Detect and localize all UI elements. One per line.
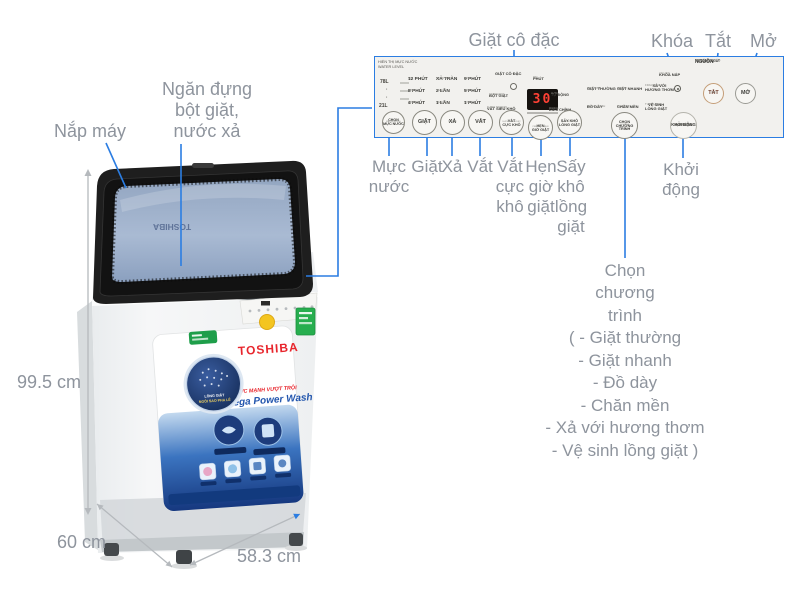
lid-glass <box>112 179 295 282</box>
front-sticker: TOSHIBA SỨC MẠNH VƯỢT TRỘI Mega Power Wa… <box>152 325 313 512</box>
promo-badge <box>259 314 275 330</box>
water-level-dot: · <box>386 87 388 93</box>
control-panel-image: HIỂN THỊ MỰC NƯỚC WATER LEVEL 78L · · 21… <box>374 56 784 140</box>
height-dimension-label: 99.5 cm <box>17 372 82 392</box>
depth-dimension-label: 60 cm <box>57 532 107 552</box>
lid-glass-highlight <box>120 183 286 212</box>
lid-brand-text: TOSHIBA <box>153 222 191 232</box>
callout-on-label: Mở <box>750 31 777 51</box>
water-level-button[interactable]: CHỌN MỰC NƯỚC WATER LEVEL <box>382 111 405 134</box>
callout-lid-label: Nắp máy <box>54 121 127 141</box>
deck-strip-display <box>261 301 270 306</box>
wash-button[interactable]: GIẶT WASH <box>412 110 437 135</box>
callout-rinse-label: Xả <box>441 157 463 176</box>
callout-water-level-label: Mực nước <box>368 157 410 197</box>
super-spin-button[interactable]: VẮT CỰC KHÔ SUPER SPIN DRY <box>499 110 524 135</box>
callout-start-label: Khởi động <box>662 160 700 200</box>
callout-super-spin-label: Vắt cực khô <box>495 157 525 217</box>
lid-lock-icon <box>674 85 681 92</box>
machine-foot <box>289 533 303 546</box>
callout-off-label: Tắt <box>705 31 732 51</box>
sticker-brand-text: TOSHIBA <box>237 340 299 358</box>
dimension-arrow-blue <box>293 513 300 520</box>
feature-badge-2-glyph <box>261 423 275 438</box>
spin-button[interactable]: VẮT SPIN <box>468 110 493 135</box>
power-on-button[interactable]: MỞ ON <box>735 83 756 104</box>
sticker-bottom-band <box>168 485 301 506</box>
water-level-78: 78L <box>380 79 389 85</box>
callout-program-label: Chọn chương trình ( - Giặt thường - Giặt… <box>545 261 705 460</box>
timer-display: 30 <box>527 89 558 110</box>
callout-wash-label: Giặt <box>411 157 443 176</box>
water-level-dot: · <box>386 95 388 101</box>
callout-spin-label: Vắt <box>467 157 493 176</box>
water-level-button-label: CHỌN MỰC NƯỚC <box>383 117 404 126</box>
display-caption-bar <box>527 112 558 114</box>
callout-timer-label: Hẹn giờ giặt <box>525 157 557 217</box>
feature-badge-1-glyph <box>221 426 236 434</box>
timer-display-value: 30 <box>532 92 553 107</box>
drum-badge-line2: NGÔI SAO PHA LÊ <box>199 397 232 404</box>
machine-foot <box>176 550 192 564</box>
lid-latch <box>192 163 214 168</box>
energy-label <box>295 307 316 336</box>
drum-badge: LỒNG GIẶT NGÔI SAO PHA LÊ <box>183 353 244 414</box>
callout-lock-label: Khóa <box>651 31 694 51</box>
eco-label <box>188 330 218 345</box>
water-level-button-sub: WATER LEVEL <box>385 121 402 124</box>
width-dimension-label: 58.3 cm <box>237 546 302 566</box>
callout-tub-dry-label: Sấy khô lồng giặt <box>554 157 588 237</box>
program-button[interactable]: CHỌN CHƯƠNG TRÌNH COURSE <box>611 112 638 139</box>
water-level-header: HIỂN THỊ MỰC NƯỚC WATER LEVEL <box>378 60 418 69</box>
timer-button[interactable]: HẸN GIỜ GIẶT PRESET TIMER <box>528 115 553 140</box>
tub-dry-button[interactable]: SẤY KHÔ LỒNG GIẶT TUB DRY <box>557 110 582 135</box>
dimension-lines <box>87 172 301 568</box>
concentrated-indicator <box>510 83 517 90</box>
machine-lid-open: TOSHIBA <box>93 160 313 304</box>
rinse-button[interactable]: XẢ RINSE <box>440 110 465 135</box>
feature-icon-row <box>199 454 292 486</box>
water-level-21: 21L <box>379 103 388 109</box>
machine-foot <box>104 543 119 556</box>
dimension-arrows <box>84 169 197 567</box>
washing-machine: TOSHIBA TOSHIBA SỨC MẠNH VƯỢT TRỘI Mega … <box>77 160 318 569</box>
start-button[interactable]: START KHỞI ĐỘNG TẠM DỪNG HOLD <box>670 112 697 139</box>
callout-concentrated-label: Giặt cô đặc <box>468 30 560 50</box>
machine-base-lip <box>100 532 304 552</box>
callout-detergent-label: Ngăn đựng bột giặt, nước xả <box>161 79 253 142</box>
power-off-button[interactable]: TẮT OFF <box>703 83 724 104</box>
drum-badge-line1: LỒNG GIẶT <box>204 392 225 398</box>
